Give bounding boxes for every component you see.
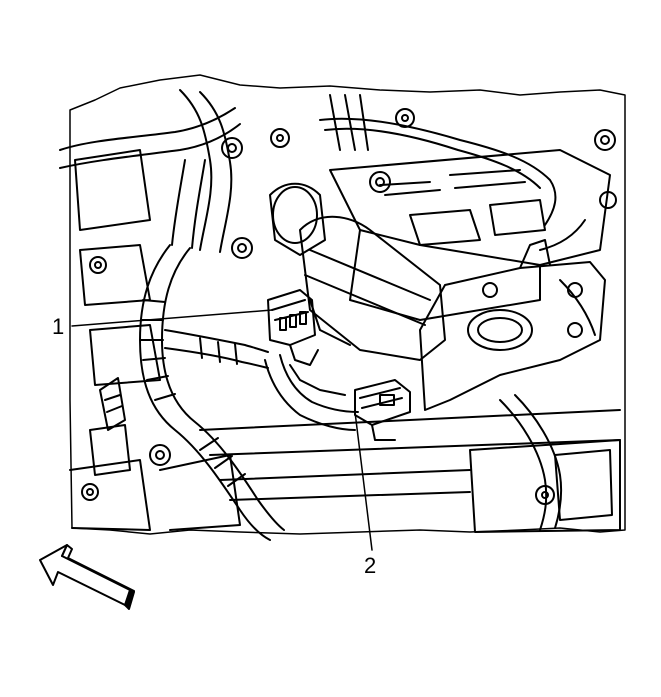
callout-label-1: 1 (52, 314, 65, 339)
callout-label-2: 2 (364, 553, 377, 578)
arrow-up-left-icon (39, 544, 135, 610)
electrical-connector-2 (354, 379, 411, 441)
leader-line-2 (354, 411, 373, 551)
throttle-body-housing (269, 182, 446, 361)
callout-leaders (71, 309, 373, 551)
electrical-connector-1 (267, 289, 319, 366)
wiring-harness (139, 159, 596, 541)
leader-line-1 (71, 309, 273, 327)
engine-block-outline (59, 74, 626, 535)
fuel-rail (69, 377, 621, 533)
